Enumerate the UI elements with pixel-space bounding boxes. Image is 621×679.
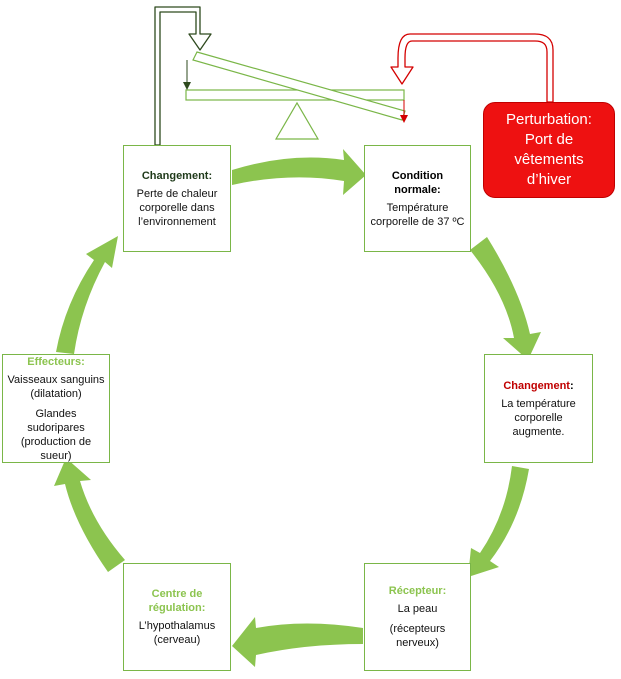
recepteur-box: Récepteur: La peau (récepteurs nerveux) xyxy=(364,563,471,671)
changement-perte-title-colon: : xyxy=(208,169,213,182)
cycle-arrow-upper-left xyxy=(56,236,118,354)
changement-perte-text: Perte de chaleur corporelle dans l’envir… xyxy=(136,187,218,228)
balance-fulcrum xyxy=(274,101,320,140)
balance-beam-tilted xyxy=(192,51,406,121)
effecteurs-title: Effecteurs: xyxy=(27,355,85,368)
perturbation-line-1: Perturbation: xyxy=(506,111,592,128)
changement-augmente-title: Changement: xyxy=(503,379,573,393)
effecteurs-box: Effecteurs: Vaisseaux sanguins (dilatati… xyxy=(2,354,110,463)
effecteurs-item-1: Vaisseaux sanguins (dilatation) xyxy=(7,373,105,400)
perturbation-line-3: vêtements xyxy=(514,151,584,168)
cycle-arrow-upper-right xyxy=(470,237,541,360)
changement-perte-title-word: Changement xyxy=(141,169,209,182)
recepteur-title: Récepteur: xyxy=(388,585,447,597)
changement-augmente-title-colon: : xyxy=(569,379,574,392)
perturbation-box: Perturbation: Port de vêtements d’hiver xyxy=(483,102,615,198)
recepteur-line-1: La peau xyxy=(397,603,438,615)
recepteur-line-2: (récepteurs nerveux) xyxy=(389,623,446,649)
condition-normale-title: Condition normale: xyxy=(391,169,444,196)
balance-beam-level xyxy=(185,89,405,101)
cycle-arrow-bottom xyxy=(232,617,363,667)
centre-regulation-title: Centre de régulation: xyxy=(148,588,206,614)
balance-lever xyxy=(183,51,408,140)
centre-regulation-text: L’hypothalamus (cerveau) xyxy=(138,620,216,646)
changement-augmente-box: Changement: La température corporelle au… xyxy=(484,354,593,463)
cycle-arrows xyxy=(54,149,541,667)
changement-perte-box: Changement: Perte de chaleur corporelle … xyxy=(123,145,231,252)
condition-normale-text: Température corporelle de 37 ºC xyxy=(370,201,465,228)
changement-perte-title: Changement: xyxy=(142,169,212,183)
cycle-arrow-top xyxy=(232,149,366,195)
perturbation-line-4: d’hiver xyxy=(526,171,572,188)
centre-regulation-box: Centre de régulation: L’hypothalamus (ce… xyxy=(123,563,231,671)
condition-normale-box: Condition normale: Température corporell… xyxy=(364,145,471,252)
cycle-arrow-lower-right xyxy=(468,466,529,577)
effecteurs-item-2: Glandes sudoripares (production de sueur… xyxy=(20,407,92,462)
changement-augmente-title-word: Changement xyxy=(503,379,570,392)
perturbation-hollow-arrow xyxy=(390,33,554,103)
changement-augmente-text: La température corporelle augmente. xyxy=(501,397,576,438)
return-hollow-arrow xyxy=(154,6,212,146)
cycle-arrow-lower-left xyxy=(54,458,125,572)
perturbation-line-2: Port de xyxy=(524,131,574,148)
